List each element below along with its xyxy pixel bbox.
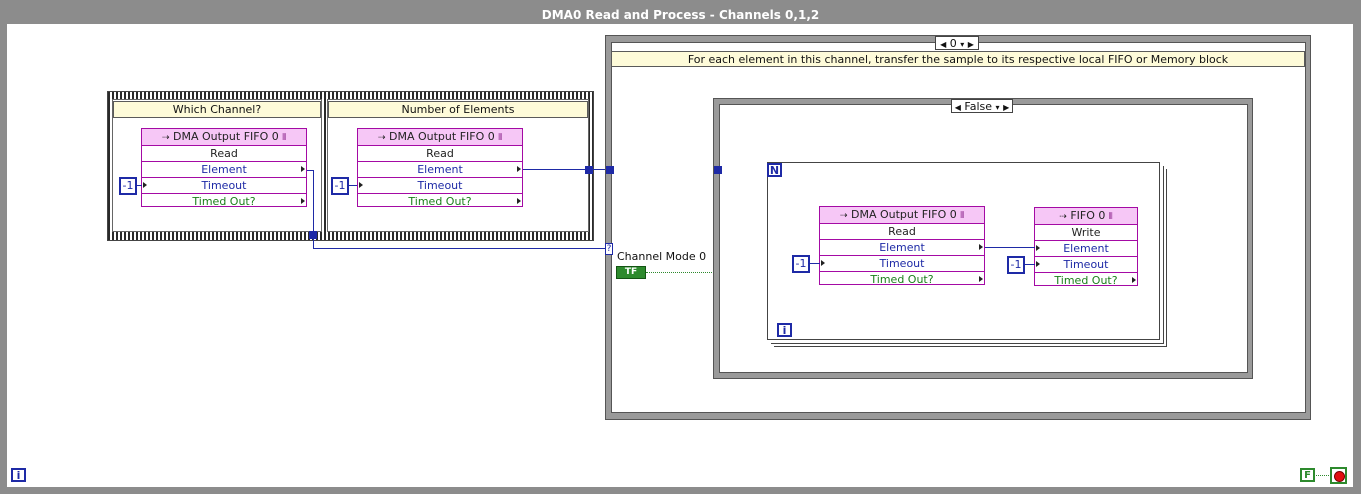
iteration-terminal[interactable]: i (777, 323, 792, 337)
fifo-arrow-icon: ⇢ (377, 133, 386, 143)
node-method: Read (358, 146, 522, 162)
fifo-icon: ⫴ (282, 133, 287, 143)
loop-count-terminal[interactable]: N (767, 163, 782, 177)
node-timeout-input[interactable]: Timeout (142, 178, 306, 194)
stop-terminal[interactable] (1330, 467, 1347, 484)
dropdown-arrow-icon[interactable]: ▾ (995, 103, 1000, 112)
case-selector-terminal[interactable]: ? (605, 243, 613, 255)
case-tunnel[interactable] (606, 166, 614, 174)
decrement-arrow-icon[interactable]: ◀ (954, 103, 961, 112)
case-selector-channel[interactable]: ◀ 0 ▾ ▶ (935, 36, 979, 50)
window-title: DMA0 Read and Process - Channels 0,1,2 (541, 8, 820, 22)
decrement-arrow-icon[interactable]: ◀ (940, 40, 947, 49)
node-timed-out-output[interactable]: Timed Out? (1035, 273, 1137, 288)
fifo-icon: ⫴ (498, 133, 503, 143)
case-tunnel[interactable] (714, 166, 722, 174)
node-element-output[interactable]: Element (820, 240, 984, 256)
increment-arrow-icon[interactable]: ▶ (1003, 103, 1010, 112)
wire (349, 185, 357, 186)
stop-constant[interactable]: F (1300, 468, 1315, 482)
node-timed-out-output[interactable]: Timed Out? (142, 194, 306, 209)
node-method: Read (142, 146, 306, 162)
node-timed-out-output[interactable]: Timed Out? (358, 194, 522, 209)
node-title: DMA Output FIFO 0 (851, 208, 957, 221)
stop-icon (1334, 471, 1345, 482)
fifo-arrow-icon: ⇢ (161, 133, 170, 143)
fifo-arrow-icon: ⇢ (839, 211, 848, 221)
increment-arrow-icon[interactable]: ▶ (967, 40, 974, 49)
wire-channel (307, 170, 314, 171)
while-iteration-terminal[interactable]: i (11, 468, 26, 482)
timeout-constant[interactable]: -1 (331, 177, 349, 195)
fifo-arrow-icon: ⇢ (1059, 212, 1067, 222)
wire-channel (313, 170, 314, 249)
node-title: DMA Output FIFO 0 (173, 130, 279, 143)
case-selector-value: False (964, 100, 993, 113)
wire-bool (646, 272, 714, 273)
node-method: Read (820, 224, 984, 240)
wire-element (985, 247, 1035, 248)
wire-bool (1316, 475, 1329, 476)
fifo-icon: ⫴ (960, 211, 965, 221)
timeout-constant[interactable]: -1 (1007, 256, 1025, 274)
fifo-write-node[interactable]: ⇢ FIFO 0 ⫴ Write Element Timeout Timed O… (1034, 207, 1138, 288)
dma-read-node-channel[interactable]: ⇢ DMA Output FIFO 0 ⫴ Read Element Timeo… (141, 128, 307, 209)
node-element-output[interactable]: Element (358, 162, 522, 178)
node-method: Write (1035, 225, 1137, 241)
node-timeout-input[interactable]: Timeout (358, 178, 522, 194)
case-selector-mode[interactable]: ◀ False ▾ ▶ (951, 99, 1013, 113)
node-timeout-input[interactable]: Timeout (820, 256, 984, 272)
node-element-output[interactable]: Element (142, 162, 306, 178)
case-comment: For each element in this channel, transf… (611, 51, 1305, 67)
dropdown-arrow-icon[interactable]: ▾ (960, 40, 965, 49)
sequence-tunnel[interactable] (585, 166, 593, 174)
frame-label-which-channel[interactable]: Which Channel? (113, 101, 321, 118)
fifo-icon: ⫴ (1108, 212, 1113, 222)
timeout-constant[interactable]: -1 (119, 177, 137, 195)
wire (1025, 264, 1035, 265)
wire (810, 263, 820, 264)
wire (137, 185, 142, 186)
channel-mode-label: Channel Mode 0 (617, 250, 707, 263)
frame-label-number-of-elements[interactable]: Number of Elements (328, 101, 588, 118)
timeout-constant[interactable]: -1 (792, 255, 810, 273)
channel-mode-constant[interactable]: TF (616, 266, 646, 279)
node-element-input[interactable]: Element (1035, 241, 1137, 257)
wire-channel (313, 248, 607, 249)
sequence-tunnel[interactable] (309, 231, 317, 239)
node-title: DMA Output FIFO 0 (389, 130, 495, 143)
dma-read-node-element[interactable]: ⇢ DMA Output FIFO 0 ⫴ Read Element Timeo… (819, 206, 985, 287)
dma-read-node-count[interactable]: ⇢ DMA Output FIFO 0 ⫴ Read Element Timeo… (357, 128, 523, 209)
node-timed-out-output[interactable]: Timed Out? (820, 272, 984, 287)
case-selector-value: 0 (949, 37, 957, 50)
node-title: FIFO 0 (1070, 209, 1106, 222)
node-timeout-input[interactable]: Timeout (1035, 257, 1137, 273)
